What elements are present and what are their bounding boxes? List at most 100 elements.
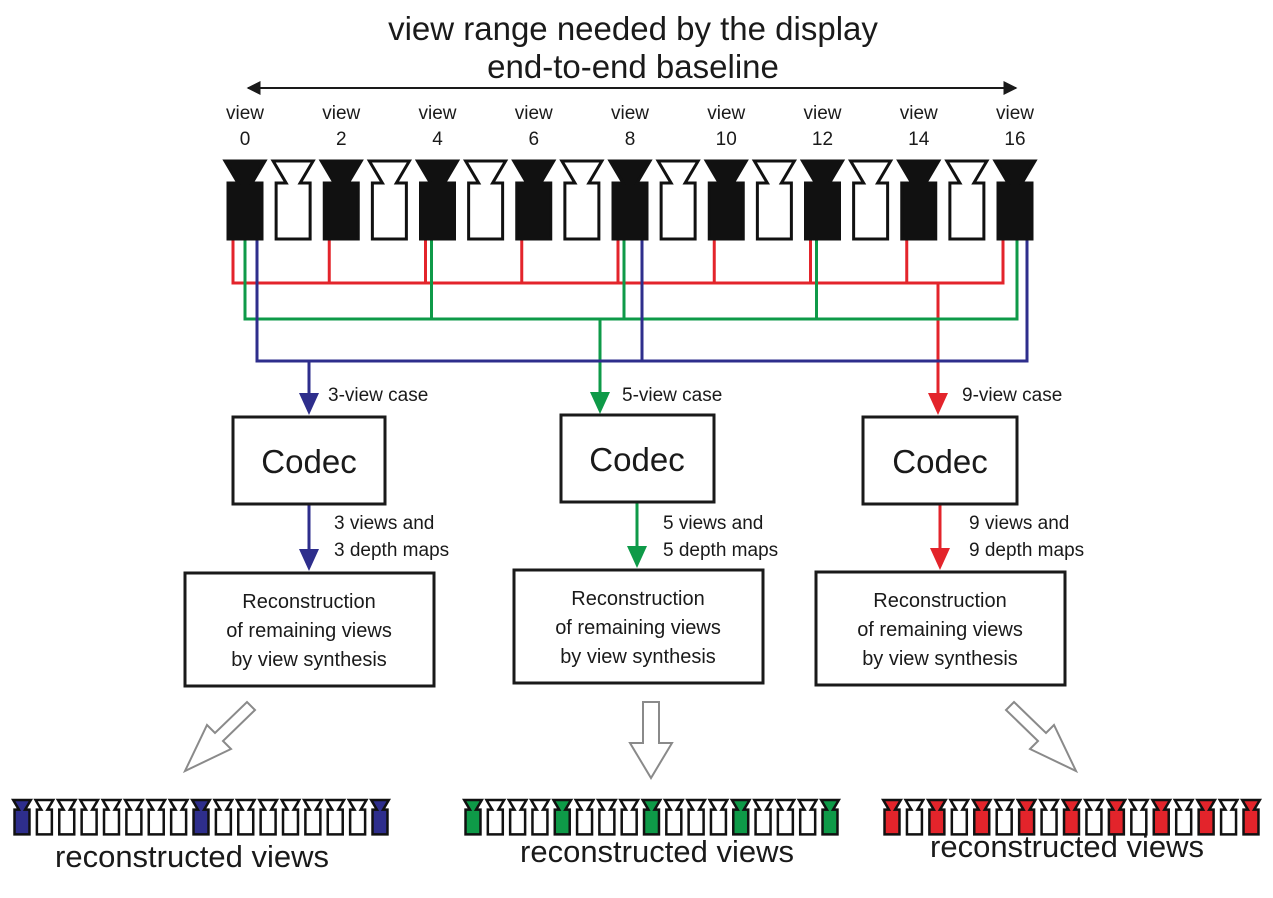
case-5-result-label: reconstructed views [520, 834, 794, 869]
reconstructed-camera-synthesized-icon [324, 798, 347, 836]
reconstructed-camera-transmitted-icon [369, 798, 391, 836]
camera-empty-icon [944, 159, 990, 241]
reconstructed-camera-transmitted-icon [970, 798, 993, 836]
camera-empty-icon [559, 159, 605, 241]
reconstructed-camera-synthesized-icon [234, 798, 257, 836]
reconstructed-camera-transmitted-icon [925, 798, 948, 836]
case-9-result-label: reconstructed views [930, 829, 1204, 864]
camera-label-number: 4 [432, 129, 443, 150]
case-3-column: 3-view case Codec 3 views and 3 depth ma… [11, 385, 449, 874]
camera-empty-icon [270, 159, 316, 241]
case-3-reconstructed-views [11, 798, 391, 836]
camera-label-word: view [418, 103, 456, 124]
camera-label-number: 2 [336, 129, 347, 150]
codec-3-label: Codec [261, 443, 356, 480]
camera-label-number: 14 [908, 129, 930, 150]
reconstruction-9-box [814, 570, 1067, 687]
codec-9-label: Codec [892, 443, 987, 480]
reconstructed-camera-transmitted-icon [1150, 798, 1173, 836]
case-3-output-arrow-icon [182, 700, 257, 774]
reconstructed-camera-synthesized-icon [1038, 798, 1061, 836]
case-9-output-arrow-icon [1004, 700, 1079, 774]
reconstructed-camera-synthesized-icon [122, 798, 145, 836]
reconstructed-camera-synthesized-icon [1217, 798, 1240, 836]
reconstructed-camera-synthesized-icon [1172, 798, 1195, 836]
camera-filled-icon [222, 159, 268, 241]
camera-label-word: view [996, 103, 1034, 124]
camera-label-number: 0 [240, 129, 251, 150]
reconstructed-camera-transmitted-icon [1105, 798, 1128, 836]
camera-labels: view0view2view4view6view8view10view12vie… [226, 103, 1034, 150]
reconstructed-camera-synthesized-icon [948, 798, 971, 836]
reconstructed-camera-synthesized-icon [145, 798, 168, 836]
codec-3-box [231, 415, 387, 506]
case-5-output-line-2: 5 depth maps [663, 540, 778, 561]
camera-label-word: view [707, 103, 745, 124]
camera-filled-icon [703, 159, 749, 241]
camera-empty-icon [462, 159, 509, 241]
case-5-reconstructed-views [462, 798, 841, 836]
connector-5-view-arrowhead [590, 392, 610, 414]
reconstructed-camera-transmitted-icon [462, 798, 484, 836]
reconstructed-camera-synthesized-icon [573, 798, 596, 836]
camera-label-word: view [803, 103, 841, 124]
reconstructed-camera-synthesized-icon [685, 798, 708, 836]
reconstruction-3-line-3: by view synthesis [231, 649, 387, 671]
connector-9-view-arrowhead [928, 393, 948, 415]
reconstructed-camera-transmitted-icon [640, 798, 663, 836]
reconstructed-camera-synthesized-icon [1127, 798, 1150, 836]
camera-empty-icon [366, 159, 413, 241]
reconstructed-camera-synthesized-icon [346, 798, 369, 836]
reconstructed-camera-synthesized-icon [595, 798, 618, 836]
camera-label-number: 6 [528, 129, 539, 150]
camera-filled-icon [318, 159, 364, 241]
camera-label-number: 10 [716, 129, 737, 150]
reconstructed-camera-transmitted-icon [1015, 798, 1038, 836]
reconstructed-camera-synthesized-icon [752, 798, 775, 836]
reconstruction-3-box [183, 571, 436, 688]
case-5-column: 5-view case Codec 5 views and 5 depth ma… [462, 385, 841, 869]
case-9-output-line-2: 9 depth maps [969, 540, 1084, 561]
case-5-output-arrow-icon [628, 701, 674, 780]
reconstructed-camera-synthesized-icon [78, 798, 101, 836]
connector-3-view-output-arrowhead [299, 549, 319, 571]
camera-filled-icon [896, 159, 942, 241]
title-line-2: end-to-end baseline [487, 48, 779, 85]
reconstructed-camera-synthesized-icon [993, 798, 1016, 836]
reconstructed-camera-synthesized-icon [55, 798, 78, 836]
case-5-label: 5-view case [622, 385, 722, 406]
reconstructed-camera-synthesized-icon [618, 798, 641, 836]
reconstructed-camera-synthesized-icon [301, 798, 324, 836]
codec-5-box [559, 413, 716, 504]
camera-empty-icon [751, 159, 798, 241]
reconstructed-camera-transmitted-icon [881, 798, 903, 836]
camera-label-number: 8 [625, 129, 636, 150]
camera-filled-icon [511, 159, 557, 241]
connector-3-view-arrowhead [299, 393, 319, 415]
case-9-label: 9-view case [962, 385, 1062, 406]
reconstructed-camera-transmitted-icon [729, 798, 752, 836]
reconstructed-camera-transmitted-icon [1060, 798, 1083, 836]
reconstruction-5-box [512, 568, 765, 685]
camera-row [222, 159, 1038, 241]
reconstruction-9-line-3: by view synthesis [862, 648, 1018, 670]
reconstruction-5-line-3: by view synthesis [560, 646, 716, 668]
reconstructed-camera-synthesized-icon [212, 798, 235, 836]
camera-label-number: 12 [812, 129, 833, 150]
camera-empty-icon [655, 159, 701, 241]
title-line-1: view range needed by the display [388, 10, 878, 47]
case-9-output-line-1: 9 views and [969, 513, 1069, 534]
reconstructed-camera-synthesized-icon [903, 798, 926, 836]
reconstructed-camera-synthesized-icon [662, 798, 685, 836]
reconstructed-camera-transmitted-icon [190, 798, 212, 836]
reconstruction-3-line-1: Reconstruction [242, 591, 375, 613]
case-3-result-label: reconstructed views [55, 839, 329, 874]
reconstructed-camera-synthesized-icon [484, 798, 507, 836]
camera-label-word: view [322, 103, 360, 124]
case-9-column: 9-view case Codec 9 views and 9 depth ma… [814, 385, 1262, 864]
case-3-label: 3-view case [328, 385, 428, 406]
case-3-output-line-1: 3 views and [334, 513, 434, 534]
camera-filled-icon [992, 159, 1038, 241]
reconstructed-camera-synthesized-icon [279, 798, 302, 836]
reconstructed-camera-transmitted-icon [11, 798, 33, 836]
